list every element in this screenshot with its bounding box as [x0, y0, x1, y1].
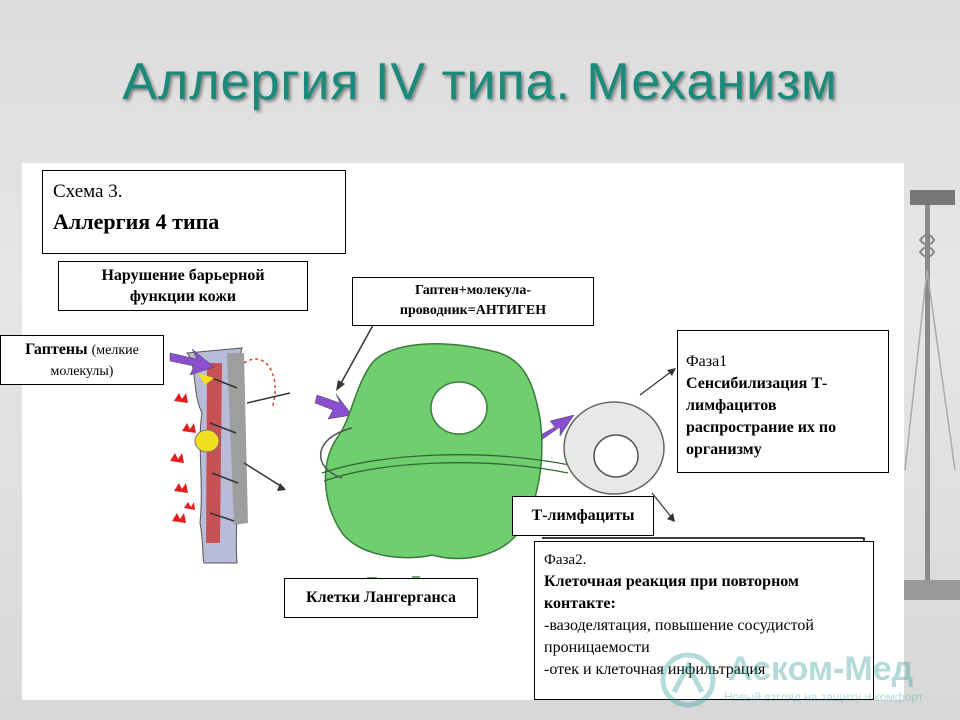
phase1-line3: распространие их по [686, 419, 837, 436]
phase2-line2: контакте: [544, 595, 616, 612]
antigen-line1: Гаптен+молекула- [415, 283, 531, 298]
t-lymphocyte-nucleus [593, 434, 639, 478]
watermark-tagline: Новый взгляд на защиту и комфорт [724, 690, 924, 704]
langerhans-cell [324, 343, 543, 560]
scheme-box: Схема 3. Аллергия 4 типа [42, 170, 346, 254]
phase2-line3: -вазоделятация, повышение сосудистой [544, 617, 814, 634]
barrier-line2: функции кожи [129, 288, 237, 305]
watermark-name: Аском-Мед [728, 650, 914, 688]
skin-layer [185, 347, 248, 564]
phase2-line4: проницаемости [544, 639, 650, 656]
diagram-panel: Схема 3. Аллергия 4 типа Нарушение барье… [0, 163, 904, 700]
langerhans-box: Клетки Лангерганса [284, 578, 478, 618]
phase1-box: Фаза1 Сенсибилизация Т- лимфацитов распр… [677, 330, 889, 473]
phase1-line2: лимфацитов [686, 397, 777, 414]
barrier-line1: Нарушение барьерной [101, 267, 265, 284]
phase1-line1: Сенсибилизация Т- [686, 375, 828, 392]
barrier-box: Нарушение барьерной функции кожи [58, 261, 308, 311]
antigen-line2: проводник=АНТИГЕН [399, 303, 547, 318]
diagram-illustration [169, 317, 865, 582]
phase1-label: Фаза1 [686, 353, 728, 370]
antigen-box: Гаптен+молекула- проводник=АНТИГЕН [352, 277, 594, 326]
haptens-note1: (мелкие [91, 343, 139, 358]
haptens-note2: молекулы) [50, 364, 114, 379]
scheme-label: Схема 3. [53, 181, 123, 202]
scheme-title: Аллергия 4 типа [53, 209, 220, 234]
phase1-line4: организму [686, 441, 762, 458]
penetration-path [243, 358, 276, 409]
langerhans-nucleus [430, 381, 488, 435]
scales-decoration [900, 190, 960, 600]
slide-title: Аллергия IV типа. Механизм [122, 53, 838, 111]
inflammation-marks [170, 393, 196, 523]
t-lymphocytes-box: Т-лимфациты [512, 496, 654, 536]
watermark: Аском-Мед Новый взгляд на защиту и комфо… [660, 650, 960, 710]
phase2-label: Фаза2. [544, 552, 587, 568]
phase2-line1: Клеточная реакция при повторном [544, 573, 799, 590]
haptens-box: Гаптены (мелкие молекулы) [0, 335, 164, 385]
haptens-label: Гаптены [25, 341, 88, 358]
watermark-logo-icon [660, 652, 716, 708]
phase2-line5: -отек и клеточная инфильтрация [544, 661, 766, 678]
phase2-box: Фаза2. Клеточная реакция при повторном к… [534, 541, 874, 700]
